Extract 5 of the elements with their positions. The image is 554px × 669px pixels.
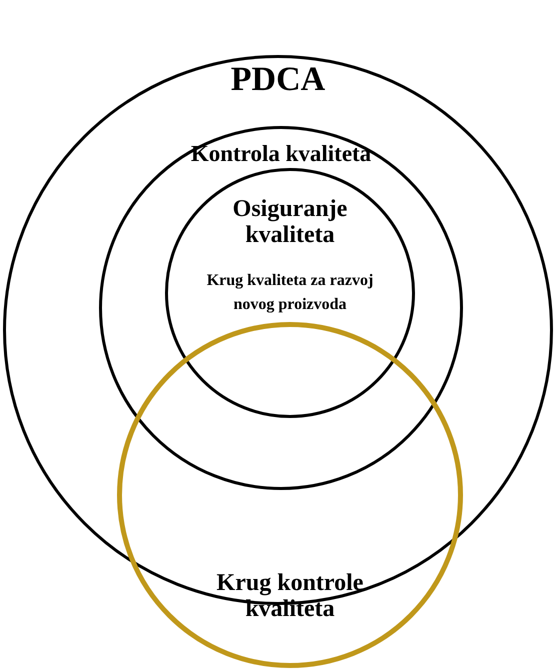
circle-label: Kontrola kvaliteta (190, 141, 372, 167)
circle-label: Krug kontrole kvaliteta (216, 570, 364, 622)
circle-label: Osiguranje kvaliteta (232, 196, 348, 248)
circle-label: PDCA (230, 60, 326, 100)
circle-label: Krug kvaliteta za razvoj novog proizvoda (206, 271, 374, 315)
